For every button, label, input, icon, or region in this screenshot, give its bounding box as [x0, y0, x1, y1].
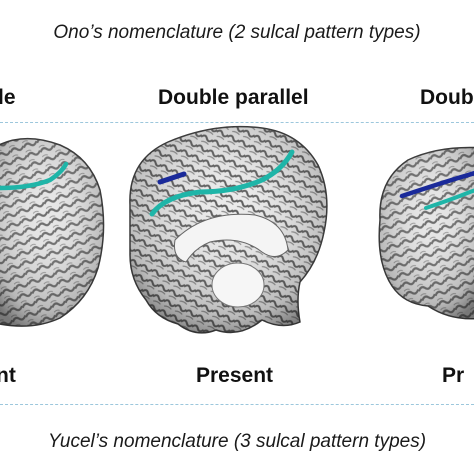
bottom-divider: [0, 404, 474, 405]
center-panel-bottom-label: Present: [196, 364, 274, 387]
right-panel-top-label: Doub: [420, 86, 474, 109]
center-teal-sulcus: [149, 149, 295, 217]
left-panel-top-label: le: [0, 86, 16, 109]
left-panel-bottom-label: nt: [0, 364, 16, 387]
top-caption: Ono’s nomenclature (2 sulcal pattern typ…: [53, 22, 421, 43]
top-divider: [0, 122, 474, 123]
right-blue-sulcus: [399, 170, 474, 199]
right-teal-sulcus: [424, 188, 474, 210]
right-brain: [378, 146, 474, 320]
right-panel-bottom-label: Pr: [442, 364, 465, 387]
bottom-caption: Yucel’s nomenclature (3 sulcal pattern t…: [47, 431, 427, 452]
center-brain: [129, 125, 328, 334]
left-teal-sulcus: [0, 161, 69, 191]
center-panel-top-label: Double parallel: [158, 86, 309, 109]
left-brain: [0, 137, 105, 327]
center-blue-sulcus: [157, 171, 187, 185]
